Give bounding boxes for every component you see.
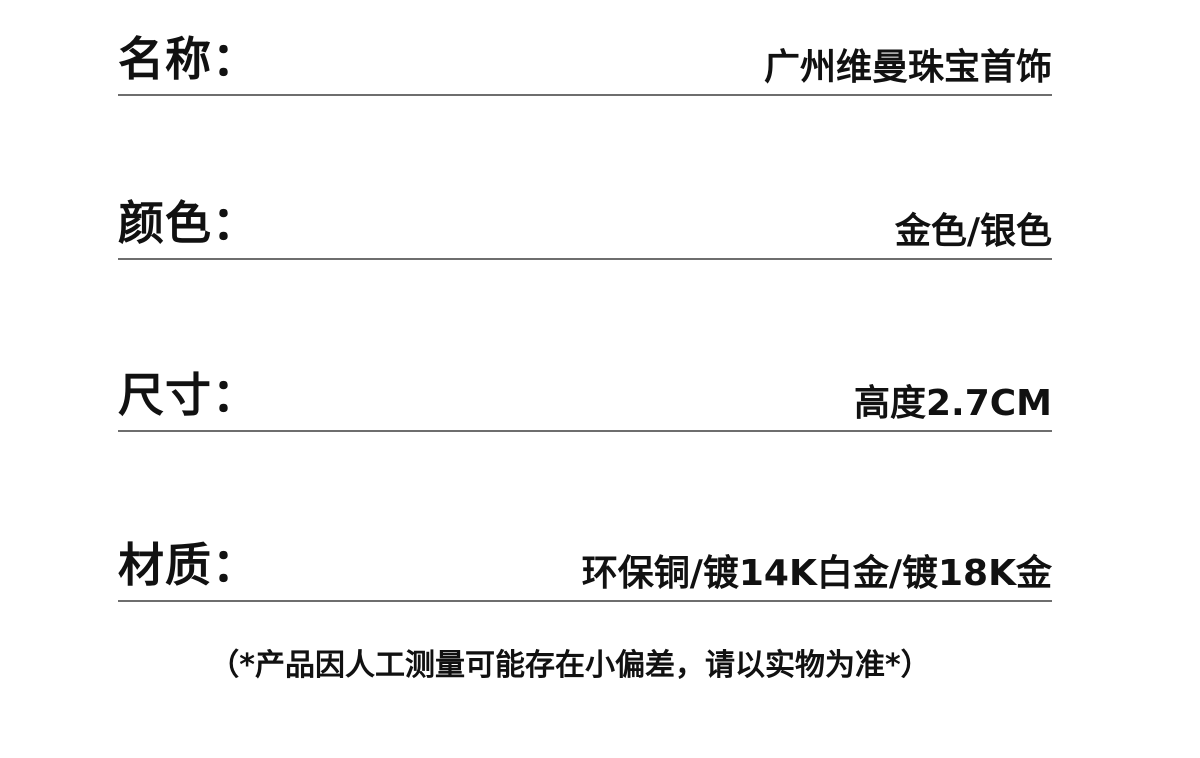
spec-row-color: 颜色： 金色/银色 <box>118 198 1052 260</box>
measurement-note: （*产品因人工测量可能存在小偏差，请以实物为准*） <box>209 648 931 683</box>
spec-value-name: 广州维曼珠宝首饰 <box>763 47 1052 88</box>
spec-label-size: 尺寸： <box>118 368 259 422</box>
spec-value-color: 金色/银色 <box>894 211 1052 252</box>
spec-value-material: 环保铜/镀14K白金/镀18K金 <box>581 553 1052 594</box>
spec-value-size: 高度2.7CM <box>853 383 1052 424</box>
spec-row-material: 材质： 环保铜/镀14K白金/镀18K金 <box>118 540 1052 602</box>
spec-label-color: 颜色： <box>118 196 259 250</box>
spec-row-name: 名称： 广州维曼珠宝首饰 <box>118 34 1052 96</box>
spec-label-material: 材质： <box>118 538 259 592</box>
spec-row-size: 尺寸： 高度2.7CM <box>118 370 1052 432</box>
spec-label-name: 名称： <box>118 32 259 86</box>
